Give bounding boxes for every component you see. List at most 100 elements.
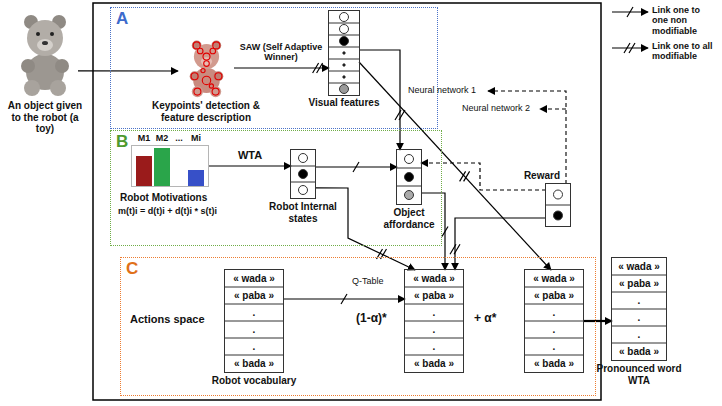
bear-leg — [24, 80, 40, 96]
bear-eye — [50, 32, 54, 36]
caption: An object given to the robot (a toy) — [2, 100, 88, 135]
keypoint — [213, 42, 220, 49]
teddy-bear — [21, 15, 69, 96]
keypoint — [191, 73, 198, 80]
bear-head — [194, 44, 219, 69]
bear-nose — [42, 41, 48, 45]
keypoint-bear — [190, 41, 224, 98]
neuron-half — [405, 191, 414, 200]
cell-word: . — [612, 309, 666, 326]
keypoint — [201, 69, 205, 73]
cell-word: « wada » — [612, 258, 666, 275]
cell-word: « bada » — [225, 355, 283, 372]
caption: Reward — [514, 170, 560, 182]
ellipsis-dot — [343, 76, 345, 78]
weight-label: + α* — [474, 312, 496, 326]
legend-samples — [612, 7, 648, 53]
cell-word: . — [225, 338, 283, 355]
neuron-off — [299, 154, 308, 163]
cell-word: « bada » — [405, 355, 463, 372]
legend-line — [612, 47, 648, 48]
connector — [421, 193, 445, 270]
keypoint-marks — [191, 42, 222, 95]
link-tick — [353, 162, 359, 172]
link-tick — [377, 249, 387, 259]
legend-text: Link one to all modifiable — [652, 41, 718, 62]
neuron-on — [554, 211, 563, 220]
word-column: « wada »« paba »...« bada »Robot vocabul… — [225, 270, 283, 372]
bear-eye — [36, 32, 40, 36]
bear-arm — [21, 59, 35, 73]
internal-cells — [291, 166, 315, 182]
bear-leg — [192, 86, 203, 97]
caption: Robot Motivations — [120, 192, 240, 204]
connector — [78, 70, 178, 71]
caption: Visual features — [299, 97, 389, 109]
vector-column: Visual features — [329, 11, 359, 95]
panel-letter: A — [116, 9, 128, 29]
legend-tick — [624, 43, 635, 53]
neuron-off — [340, 13, 349, 22]
link-tick — [460, 171, 470, 181]
network-label: Neural network 2 — [462, 103, 530, 113]
ellipsis-dot — [343, 64, 345, 66]
vector-column: Reward — [546, 184, 570, 226]
panel: BM1M2...MiRobot Motivationsm(t)i = d(t)i… — [111, 131, 441, 245]
edge-label: WTA — [236, 149, 264, 162]
qtable-cells — [405, 287, 463, 355]
panel: A Keypoints' detection & feature descript… — [111, 8, 437, 128]
bear-arm — [190, 71, 200, 81]
cell-word: « bada » — [612, 343, 666, 360]
cell-word: . — [405, 321, 463, 338]
legend-tick — [627, 7, 633, 17]
cell-word: « bada » — [525, 355, 583, 372]
cell-word: . — [612, 326, 666, 343]
keypoint — [215, 73, 222, 80]
bar-label: ... — [171, 133, 187, 143]
link-tick — [341, 294, 347, 304]
edge-label: SAW (Self Adaptive Winner) — [235, 42, 327, 63]
keypoint — [194, 88, 201, 95]
cell-word: . — [612, 292, 666, 309]
bar — [154, 148, 170, 186]
caption: Pronounced word WTA — [591, 363, 687, 386]
legend-text: Link one to one non modifiable — [652, 5, 718, 36]
motivation-bars — [136, 148, 204, 186]
bear-head — [27, 20, 63, 56]
cell-dividers — [225, 23, 666, 355]
connector — [359, 62, 551, 270]
dashed-feedback — [540, 108, 566, 109]
space-label: Actions space — [130, 313, 205, 326]
neuron-off — [340, 25, 349, 34]
keypoint — [203, 53, 210, 60]
bear-arm — [214, 71, 224, 81]
vector-column: Object affordance — [397, 150, 421, 204]
cell-word: « wada » — [525, 270, 583, 287]
bear-arm — [55, 59, 69, 73]
neuron-on — [405, 173, 414, 182]
visual-cells — [329, 23, 359, 83]
cell-word: « paba » — [525, 287, 583, 304]
neuron-off — [405, 155, 414, 164]
panel-letter: B — [116, 132, 128, 152]
bear-muzzle — [37, 39, 53, 51]
cell-word: . — [525, 321, 583, 338]
alpha-cells — [525, 287, 583, 355]
link-tick — [313, 63, 323, 73]
cell-word: « paba » — [612, 275, 666, 292]
cell-word: . — [405, 338, 463, 355]
keypoint — [212, 88, 219, 95]
ellipsis-dot — [343, 52, 345, 54]
caption: Keypoints' detection & feature descripti… — [144, 100, 268, 123]
caption: Object affordance — [376, 207, 442, 230]
caption: Robot Internal states — [265, 201, 341, 224]
connector — [455, 218, 546, 270]
word-column: « wada »« paba »...« bada »Pronounced wo… — [612, 258, 666, 360]
neuron-on — [299, 170, 308, 179]
cell-word: . — [525, 304, 583, 321]
cell-word: « wada » — [405, 270, 463, 287]
neuron-circles — [299, 13, 563, 221]
word-cells — [612, 275, 666, 343]
bear-leg — [50, 80, 66, 96]
